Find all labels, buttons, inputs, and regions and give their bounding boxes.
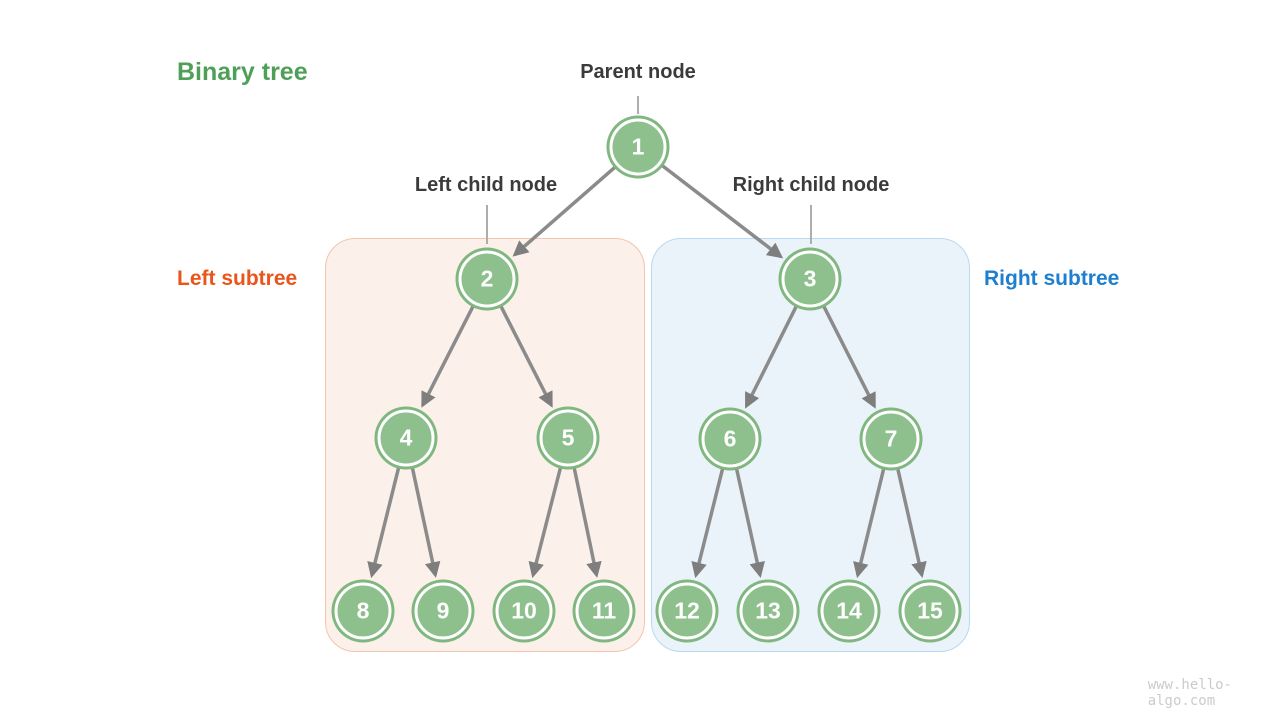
- parent-node-label: Parent node: [580, 61, 696, 83]
- tree-node-3: 3: [781, 250, 839, 308]
- left-child-node-label: Left child node: [414, 174, 558, 196]
- tree-node-2: 2: [458, 250, 516, 308]
- tree-node-7: 7: [862, 410, 920, 468]
- tree-node-4: 4: [377, 409, 435, 467]
- tree-node-15: 15: [901, 582, 959, 640]
- right-child-node-label: Right child node: [732, 174, 890, 196]
- tree-node-8: 8: [334, 582, 392, 640]
- tree-node-6: 6: [701, 410, 759, 468]
- tree-node-12: 12: [658, 582, 716, 640]
- tree-node-5: 5: [539, 409, 597, 467]
- tree-node-1: 1: [609, 118, 667, 176]
- tree-node-10: 10: [495, 582, 553, 640]
- tree-node-9: 9: [414, 582, 472, 640]
- watermark: www.hello-algo.com: [1147, 677, 1232, 709]
- tree-node-11: 11: [575, 582, 633, 640]
- tree-node-13: 13: [739, 582, 797, 640]
- diagram-title: Binary tree: [177, 58, 308, 86]
- tree-node-14: 14: [820, 582, 878, 640]
- right-subtree-label: Right subtree: [984, 267, 1120, 290]
- left-subtree-label: Left subtree: [177, 267, 298, 290]
